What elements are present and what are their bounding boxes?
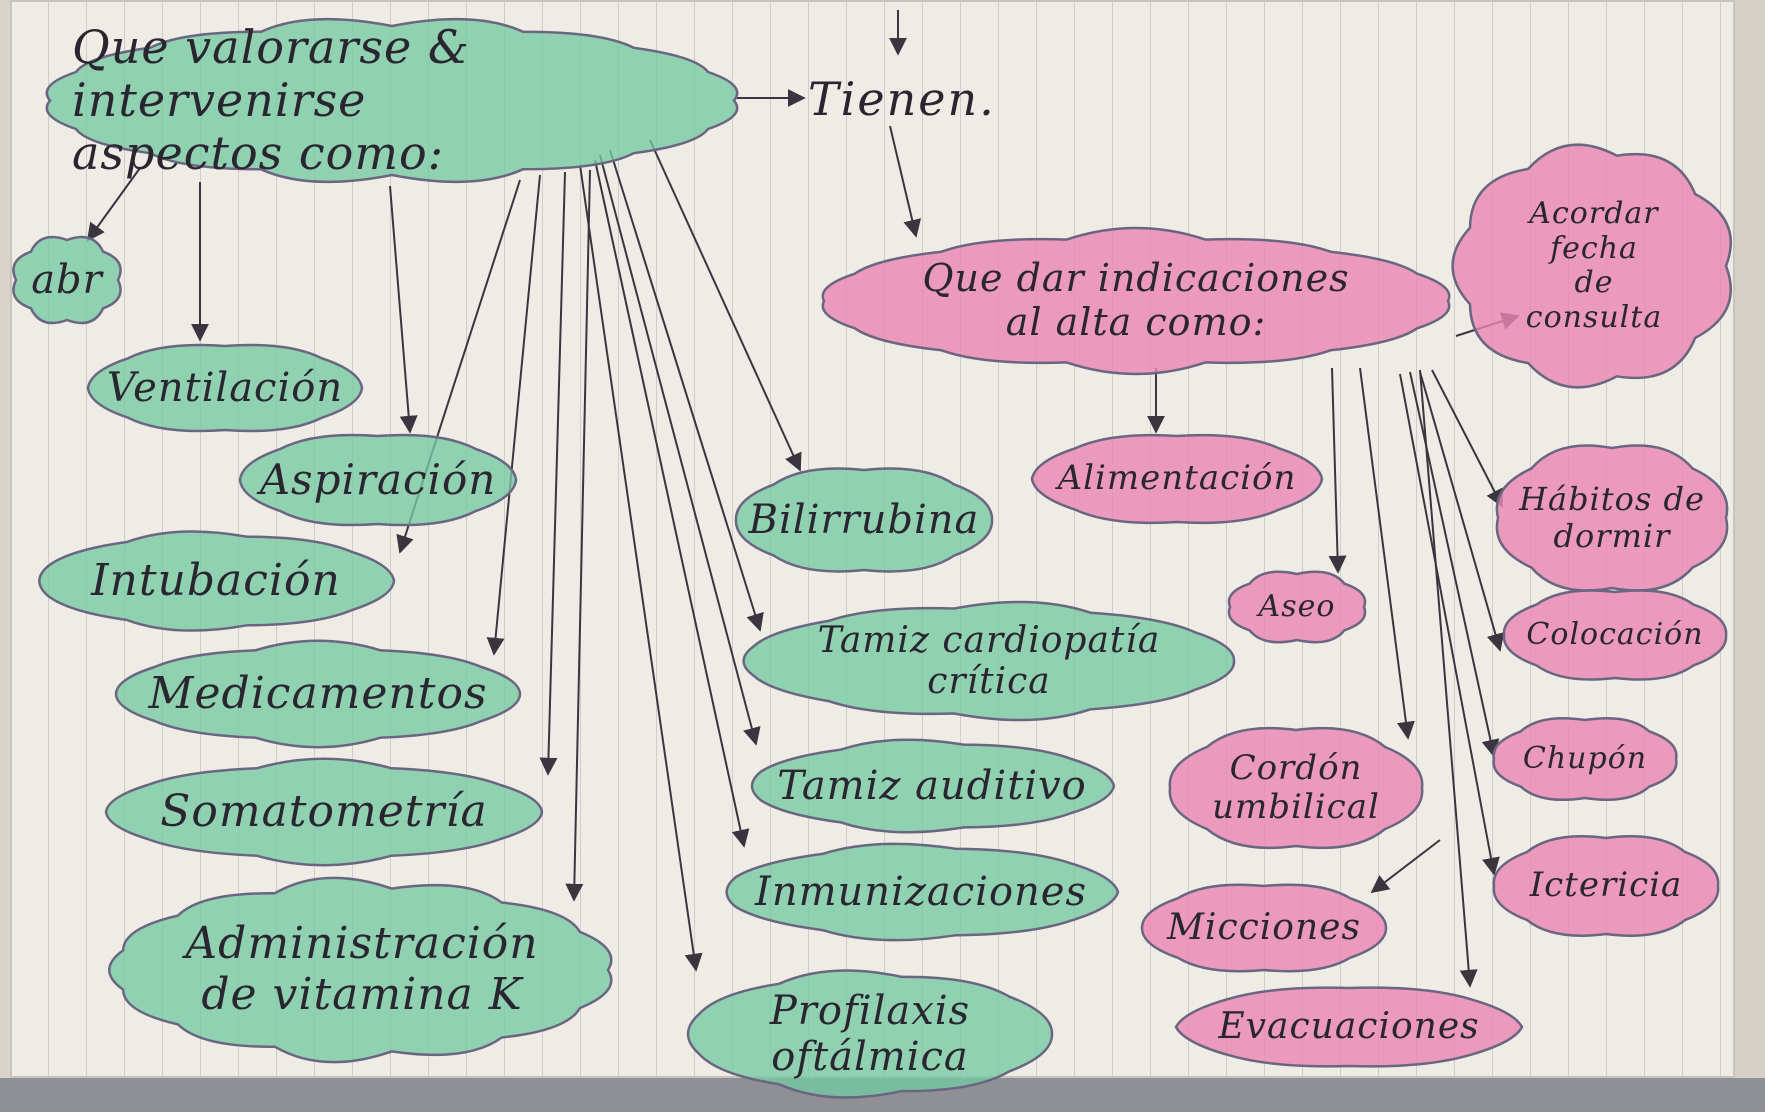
arrow-to-inmunizaciones bbox=[594, 159, 750, 848]
node-tamiz-auditivo-cloud bbox=[750, 738, 1116, 834]
node-tamiz-auditivo: Tamiz auditivo bbox=[742, 736, 1122, 836]
node-vitamina-k: Administración de vitamina K bbox=[108, 876, 616, 1064]
node-chupon-cloud bbox=[1492, 716, 1678, 802]
node-bilirrubina: Bilirrubina bbox=[728, 462, 1000, 578]
node-profilaxis: Profilaxis oftálmica bbox=[680, 968, 1060, 1100]
node-abr: abr bbox=[8, 232, 126, 328]
arrow-to-colocacion bbox=[1419, 371, 1505, 652]
node-vitamina-k-label: Administración de vitamina K bbox=[185, 918, 539, 1020]
node-vitamina-k-cloud bbox=[108, 876, 613, 1064]
node-fecha-consulta: Acordar fecha de consulta bbox=[1451, 143, 1734, 389]
node-intubacion-cloud bbox=[38, 530, 396, 632]
node-alimentacion-cloud bbox=[1030, 433, 1324, 525]
node-tamiz-auditivo-label: Tamiz auditivo bbox=[777, 763, 1087, 809]
node-fecha-consulta-label: Acordar fecha de consulta bbox=[1525, 196, 1663, 335]
arrow-to-vitamina-k bbox=[565, 169, 591, 902]
node-abr-cloud bbox=[12, 235, 122, 325]
node-bilirrubina-label: Bilirrubina bbox=[748, 497, 980, 543]
node-chupon: Chupón bbox=[1486, 712, 1684, 806]
node-tamiz-cardiopatia-label: Tamiz cardiopatía crítica bbox=[817, 619, 1161, 702]
node-evacuaciones-cloud bbox=[1174, 986, 1524, 1068]
node-habitos-dormir-cloud bbox=[1495, 444, 1729, 592]
node-aseo-cloud bbox=[1227, 570, 1367, 644]
node-tamiz-cardiopatia-cloud bbox=[742, 600, 1236, 722]
node-medicamentos-cloud bbox=[114, 639, 522, 749]
node-profilaxis-label: Profilaxis oftálmica bbox=[769, 988, 971, 1080]
node-intubacion: Intubación bbox=[30, 528, 402, 634]
node-chupon-label: Chupón bbox=[1522, 740, 1648, 776]
left-root-cloud bbox=[45, 17, 739, 184]
node-habitos-dormir-label: Hábitos de dormir bbox=[1519, 480, 1705, 555]
node-somatometria-cloud bbox=[104, 757, 544, 867]
right-root-label: Que dar indicaciones al alta como: bbox=[922, 256, 1350, 344]
node-ictericia-cloud bbox=[1492, 835, 1720, 937]
node-aspiracion-label: Aspiración bbox=[259, 454, 497, 504]
node-alimentacion: Alimentación bbox=[1024, 428, 1330, 530]
node-somatometria-label: Somatometría bbox=[160, 785, 488, 837]
arrow-to-micciones bbox=[1370, 839, 1441, 894]
node-ventilacion: Ventilación bbox=[80, 338, 370, 438]
node-aspiracion-cloud bbox=[238, 433, 518, 527]
arrow-to-chupon bbox=[1409, 371, 1500, 758]
arrow-to-profilaxis bbox=[579, 164, 703, 972]
node-fecha-consulta-cloud bbox=[1451, 143, 1732, 389]
node-micciones: Micciones bbox=[1134, 878, 1394, 978]
node-aseo: Aseo bbox=[1222, 566, 1372, 648]
node-inmunizaciones: Inmunizaciones bbox=[716, 840, 1126, 944]
node-aseo-label: Aseo bbox=[1258, 588, 1336, 624]
node-medicamentos: Medicamentos bbox=[108, 639, 528, 749]
node-ventilacion-label: Ventilación bbox=[106, 365, 344, 411]
node-ventilacion-cloud bbox=[86, 343, 364, 433]
connector-text: Tienen. bbox=[808, 72, 996, 126]
node-colocacion: Colocación bbox=[1496, 584, 1734, 686]
node-ictericia-label: Ictericia bbox=[1529, 865, 1683, 906]
right-root-node: Que dar indicaciones al alta como: bbox=[816, 226, 1456, 376]
node-evacuaciones: Evacuaciones bbox=[1168, 980, 1530, 1074]
node-medicamentos-label: Medicamentos bbox=[148, 667, 488, 719]
node-micciones-label: Micciones bbox=[1167, 907, 1361, 949]
node-evacuaciones-label: Evacuaciones bbox=[1218, 1006, 1480, 1048]
arrow-to-ictericia bbox=[1399, 373, 1500, 876]
node-inmunizaciones-cloud bbox=[725, 842, 1120, 942]
arrow-to-somatometria bbox=[539, 171, 566, 776]
node-aspiracion: Aspiración bbox=[232, 428, 524, 532]
node-cordon-umbilical-cloud bbox=[1168, 726, 1424, 850]
right-root-cloud bbox=[821, 226, 1451, 376]
node-ictericia: Ictericia bbox=[1486, 830, 1726, 942]
arrow-to-cordon-umbilical bbox=[1359, 367, 1415, 740]
arrow-to-tamiz-auditivo bbox=[599, 154, 761, 746]
arrow-to-tamiz-cardiopatia bbox=[609, 149, 764, 632]
arrow-to-aspiracion bbox=[389, 185, 418, 434]
node-colocacion-label: Colocación bbox=[1526, 616, 1704, 652]
node-habitos-dormir: Hábitos de dormir bbox=[1490, 440, 1734, 596]
node-cordon-umbilical: Cordón umbilical bbox=[1162, 722, 1430, 854]
node-profilaxis-cloud bbox=[686, 969, 1054, 1099]
node-abr-label: abr bbox=[31, 257, 103, 303]
arrow-to-aseo bbox=[1328, 367, 1347, 574]
node-tamiz-cardiopatia: Tamiz cardiopatía crítica bbox=[736, 600, 1242, 722]
node-intubacion-label: Intubación bbox=[91, 554, 341, 606]
arrow-to-habitos-dormir bbox=[1431, 369, 1503, 508]
node-colocacion-cloud bbox=[1502, 589, 1728, 681]
arrow-to-medicamentos bbox=[486, 174, 541, 656]
arrow-to-bilirrubina bbox=[649, 139, 802, 472]
node-micciones-cloud bbox=[1140, 883, 1388, 973]
left-root-label: Que valorarse & intervenirse aspectos co… bbox=[72, 20, 470, 180]
desk-edge-right bbox=[1735, 0, 1765, 1112]
node-bilirrubina-cloud bbox=[734, 467, 994, 573]
left-root-node: Que valorarse & intervenirse aspectos co… bbox=[42, 17, 742, 184]
node-alimentacion-label: Alimentación bbox=[1057, 458, 1297, 499]
arrow-connector-to-right-root bbox=[889, 125, 922, 238]
node-cordon-umbilical-label: Cordón umbilical bbox=[1212, 747, 1380, 827]
node-inmunizaciones-label: Inmunizaciones bbox=[755, 869, 1087, 915]
arrow-to-evacuaciones bbox=[1419, 369, 1478, 988]
node-somatometria: Somatometría bbox=[98, 757, 550, 867]
arrow-to-abr bbox=[86, 167, 141, 242]
